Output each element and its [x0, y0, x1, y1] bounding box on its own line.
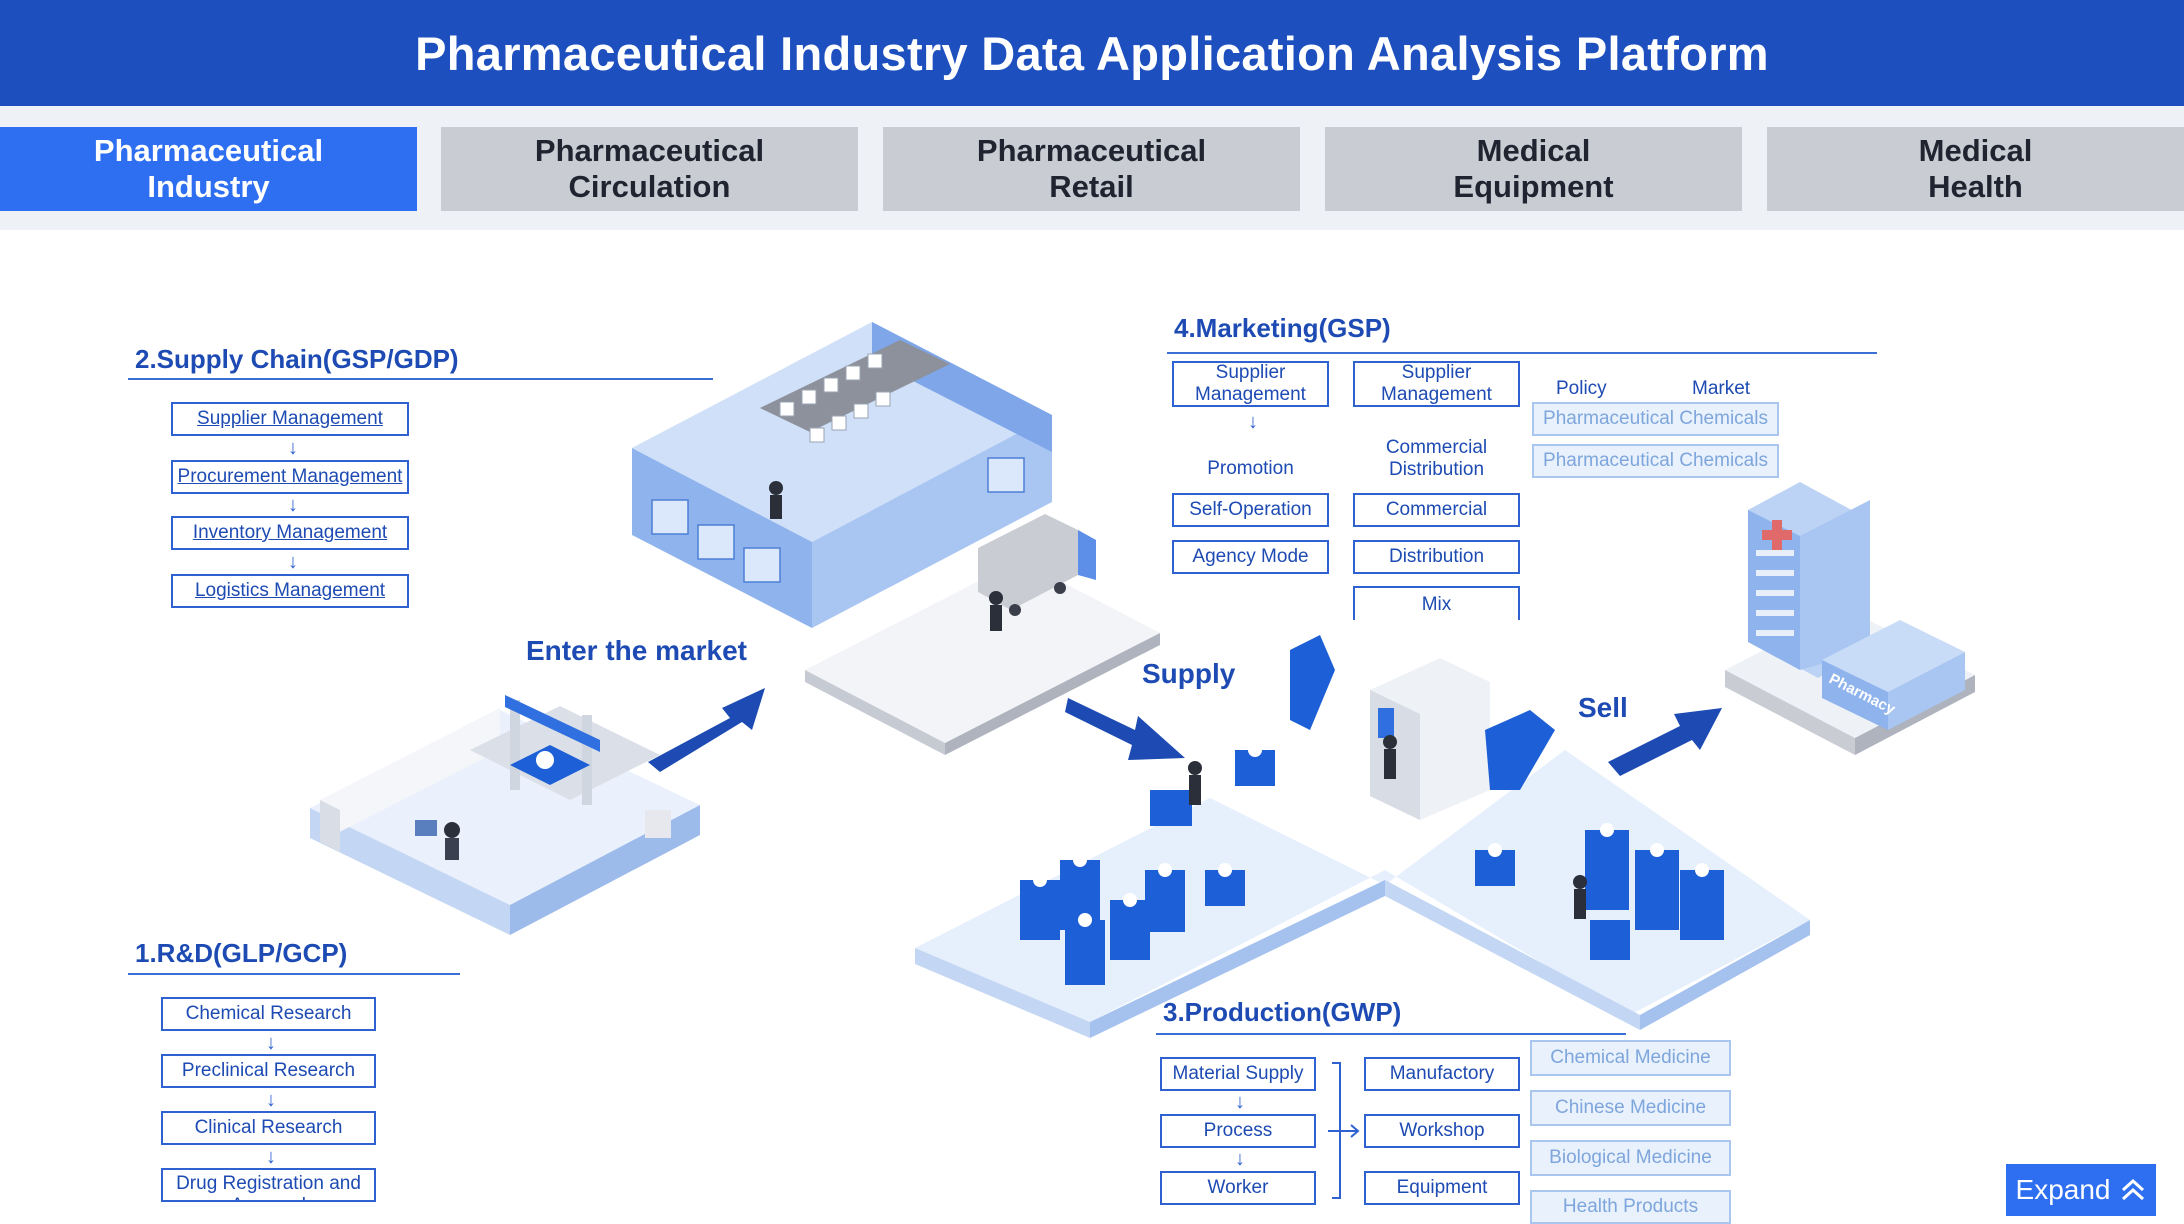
production-title: 3.Production(GWP) [1163, 997, 1402, 1027]
distribution-box[interactable]: Distribution [1353, 540, 1520, 574]
biological-medicine-box[interactable]: Biological Medicine [1530, 1140, 1731, 1176]
health-products-box[interactable]: Health Products [1530, 1190, 1731, 1224]
arrow-down-icon: ↓ [1248, 411, 1258, 433]
workshop-box[interactable]: Workshop [1364, 1114, 1520, 1148]
promotion-label: Promotion [1207, 458, 1294, 479]
arrow-down-icon: ↓ [288, 494, 298, 516]
enter-market-arrow [648, 688, 765, 772]
supply-chain-title: 2.Supply Chain(GSP/GDP) [135, 344, 459, 374]
marketing-supplier-management-box-2[interactable]: Supplier Management [1353, 361, 1520, 407]
worker-box[interactable]: Worker [1160, 1171, 1316, 1205]
page-title: Pharmaceutical Industry Data Application… [0, 0, 2184, 106]
tab-pharmaceutical-industry[interactable]: Pharmaceutical Industry [0, 127, 417, 211]
industry-illustration: Pharmacy [310, 322, 1975, 1038]
supply-label: Supply [1142, 658, 1236, 689]
commercial-box[interactable]: Commercial [1353, 493, 1520, 527]
drug-registration-box[interactable]: Drug Registration and Approval [161, 1168, 376, 1202]
material-supply-box[interactable]: Material Supply [1160, 1057, 1316, 1091]
marketing-divider [1167, 352, 1877, 354]
mix-box[interactable]: Mix [1353, 586, 1520, 620]
rd-lab-illustration [310, 695, 700, 935]
clinical-research-box[interactable]: Clinical Research [161, 1111, 376, 1145]
production-divider [1156, 1033, 1626, 1035]
sell-label: Sell [1578, 692, 1628, 723]
arrow-down-icon: ↓ [266, 1089, 276, 1111]
market-label: Market [1692, 378, 1751, 399]
supplier-management-box[interactable]: Supplier Management [171, 402, 409, 436]
rd-title: 1.R&D(GLP/GCP) [135, 938, 348, 968]
self-operation-box[interactable]: Self-Operation [1172, 493, 1329, 527]
arrow-down-icon: ↓ [288, 437, 298, 459]
tab-medical-health[interactable]: Medical Health [1767, 127, 2184, 211]
process-box[interactable]: Process [1160, 1114, 1316, 1148]
marketing-title: 4.Marketing(GSP) [1174, 313, 1391, 343]
equipment-box[interactable]: Equipment [1364, 1171, 1520, 1205]
arrow-down-icon: ↓ [266, 1032, 276, 1054]
tab-pharmaceutical-circulation[interactable]: Pharmaceutical Circulation [441, 127, 858, 211]
pharmacy-illustration: Pharmacy [1725, 482, 1975, 755]
tab-pharmaceutical-retail[interactable]: Pharmaceutical Retail [883, 127, 1300, 211]
supply-arrow [1065, 698, 1185, 760]
double-chevron-up-icon [2122, 1178, 2145, 1201]
inventory-management-box[interactable]: Inventory Management [171, 516, 409, 550]
flow-arrows [648, 688, 1722, 776]
chemical-research-box[interactable]: Chemical Research [161, 997, 376, 1031]
commercial-distribution-label: Commercial Distribution [1385, 437, 1488, 480]
bracket-arrow-icon [1328, 1062, 1360, 1199]
diagram-stage: Pharmacy Enter the market Supply Sell 2.… [0, 230, 2184, 1224]
tab-bar: Pharmaceutical Industry Pharmaceutical C… [0, 106, 2184, 230]
tab-medical-equipment[interactable]: Medical Equipment [1325, 127, 1742, 211]
pharmaceutical-chemicals-box-2[interactable]: Pharmaceutical Chemicals [1532, 444, 1779, 478]
arrow-down-icon: ↓ [1235, 1091, 1245, 1113]
preclinical-research-box[interactable]: Preclinical Research [161, 1054, 376, 1088]
production-platform-illustration [915, 635, 1810, 1038]
pharmaceutical-chemicals-box[interactable]: Pharmaceutical Chemicals [1532, 402, 1779, 436]
manufactory-box[interactable]: Manufactory [1364, 1057, 1520, 1091]
procurement-management-box[interactable]: Procurement Management [171, 460, 409, 494]
expand-label: Expand [2015, 1174, 2111, 1205]
policy-label: Policy [1556, 378, 1607, 399]
expand-button[interactable]: Expand [2006, 1164, 2156, 1216]
agency-mode-box[interactable]: Agency Mode [1172, 540, 1329, 574]
arrow-down-icon: ↓ [266, 1146, 276, 1168]
sell-arrow [1608, 708, 1722, 776]
chemical-medicine-box[interactable]: Chemical Medicine [1530, 1040, 1731, 1076]
arrow-down-icon: ↓ [1235, 1148, 1245, 1170]
arrow-down-icon: ↓ [288, 551, 298, 573]
enter-market-label: Enter the market [526, 635, 747, 666]
logistics-management-box[interactable]: Logistics Management [171, 574, 409, 608]
chinese-medicine-box[interactable]: Chinese Medicine [1530, 1090, 1731, 1126]
marketing-supplier-management-box[interactable]: Supplier Management [1172, 361, 1329, 407]
rd-divider [128, 973, 460, 975]
supply-chain-divider [128, 378, 713, 380]
warehouse-illustration [632, 322, 1160, 755]
